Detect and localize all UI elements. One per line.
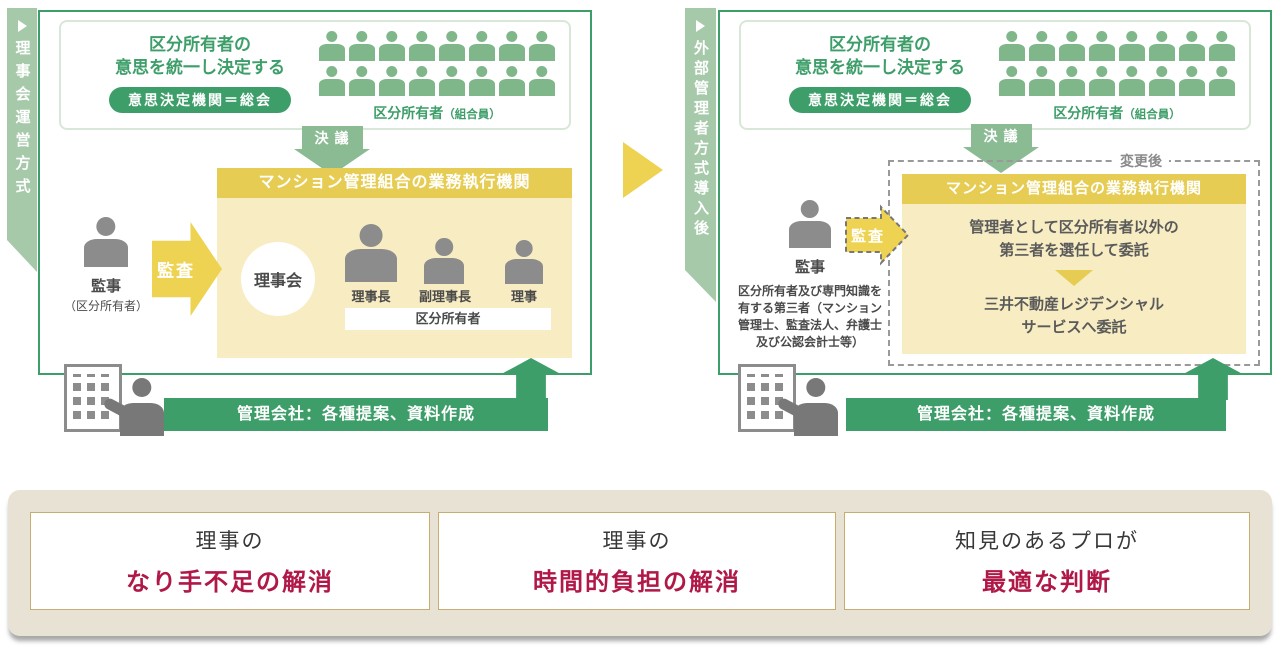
person-icon <box>409 31 435 61</box>
person-icon <box>439 66 465 96</box>
management-company-icon <box>736 358 840 436</box>
person-icon <box>999 66 1025 96</box>
triangle-marker-icon <box>18 20 27 32</box>
person-icon <box>349 31 375 61</box>
transition-arrow-icon <box>623 142 663 198</box>
decision-title-line2: 意思を統一し決定する <box>115 58 285 78</box>
management-company-icon <box>62 358 166 436</box>
person-icon <box>499 66 525 96</box>
general-meeting-badge: 意思決定機関＝総会 <box>789 86 971 113</box>
audit-arrow-dashed: 監査 <box>845 204 910 266</box>
auditor-sublabel: （区分所有者） <box>63 299 148 313</box>
staff-icon <box>776 378 838 436</box>
person-icon <box>439 31 465 61</box>
person-icon <box>1089 31 1115 61</box>
benefit-card: 知見のあるプロが 最適な判断 <box>844 512 1250 610</box>
delegate-company-line1: 三井不動産レジデンシャル <box>983 295 1164 313</box>
person-icon <box>1149 31 1175 61</box>
benefit-card: 理事の なり手不足の解消 <box>30 512 430 610</box>
decision-title-line1: 区分所有者の <box>149 35 251 54</box>
executive-box: マンション管理組合の業務執行機関 管理者として区分所有者以外の 第三者を選任して… <box>902 174 1246 354</box>
building-icon <box>738 364 796 432</box>
person-icon <box>379 31 405 61</box>
person-icon <box>529 66 555 96</box>
person-icon <box>1059 66 1085 96</box>
person-icon <box>1029 31 1055 61</box>
person-icon <box>409 66 435 96</box>
person-icon <box>469 66 495 96</box>
benefit-card: 理事の 時間的負担の解消 <box>438 512 836 610</box>
owners-icon-grid <box>999 31 1235 96</box>
person-icon <box>1179 66 1205 96</box>
executive-box-header: マンション管理組合の業務執行機関 <box>217 168 572 198</box>
auditor-icon <box>84 217 128 267</box>
executive-box-body: 管理者として区分所有者以外の 第三者を選任して委託 三井不動産レジデンシャル サ… <box>902 204 1246 339</box>
decision-box: 区分所有者の 意思を統一し決定する 意思決定機関＝総会 区分所有者（組合員） <box>59 20 571 130</box>
person-icon <box>1089 66 1115 96</box>
executive-box: マンション管理組合の業務執行機関 理事会 理事長 副理事長 理事 区分所有者 <box>217 168 572 358</box>
svg-text:監査: 監査 <box>851 227 885 245</box>
person-icon <box>319 31 345 61</box>
roles-owner-bar: 区分所有者 <box>345 308 551 330</box>
staff-icon <box>102 378 164 436</box>
executive-box-header: マンション管理組合の業務執行機関 <box>902 174 1246 204</box>
director-label: 理事 <box>510 289 537 304</box>
benefits-section: 理事の なり手不足の解消 理事の 時間的負担の解消 知見のあるプロが 最適な判断 <box>8 490 1272 636</box>
left-ribbon: 理事会運営方式 <box>7 8 37 272</box>
right-ribbon-label: 外部管理者方式導入後 <box>692 40 709 240</box>
chairman-icon <box>345 224 397 282</box>
person-icon <box>1119 66 1145 96</box>
vice-chairman-label: 副理事長 <box>418 289 471 304</box>
right-panel: 区分所有者の 意思を統一し決定する 意思決定機関＝総会 区分所有者（組合員） 決… <box>718 10 1272 436</box>
left-panel: 区分所有者の 意思を統一し決定する 意思決定機関＝総会 区分所有者（組合員） 決… <box>38 10 592 436</box>
left-ribbon-label: 理事会運営方式 <box>13 40 31 201</box>
general-meeting-badge: 意思決定機関＝総会 <box>109 86 291 113</box>
chairman-label: 理事長 <box>351 289 391 304</box>
right-ribbon: 外部管理者方式導入後 <box>685 8 716 302</box>
decision-title-line2: 意思を統一し決定する <box>795 58 965 78</box>
person-icon <box>1119 31 1145 61</box>
auditor-description: 区分所有者及び専門知識を 有する第三者（マンション 管理士、監査法人、弁護士 及… <box>737 284 882 350</box>
auditor-label: 監事 <box>794 259 825 276</box>
person-icon <box>469 31 495 61</box>
decision-title: 区分所有者の 意思を統一し決定する 意思決定機関＝総会 <box>71 33 329 113</box>
person-icon <box>1209 31 1235 61</box>
person-icon <box>1209 66 1235 96</box>
auditor-label: 監事 <box>90 278 121 295</box>
delegation-line1: 管理者として区分所有者以外の <box>969 219 1179 236</box>
person-icon <box>1059 31 1085 61</box>
decision-box: 区分所有者の 意思を統一し決定する 意思決定機関＝総会 区分所有者（組合員） <box>739 20 1251 130</box>
triangle-marker-icon <box>696 20 705 32</box>
building-icon <box>64 364 122 432</box>
person-icon <box>499 31 525 61</box>
auditor-group: 監事 区分所有者及び専門知識を 有する第三者（マンション 管理士、監査法人、弁護… <box>728 200 892 351</box>
owners-icon-grid <box>319 31 555 96</box>
decision-title: 区分所有者の 意思を統一し決定する 意思決定機関＝総会 <box>751 33 1009 113</box>
owners-label: 区分所有者（組合員） <box>1053 105 1181 121</box>
up-arrow-icon <box>500 358 562 400</box>
down-triangle-icon <box>1055 269 1093 286</box>
vice-chairman-icon <box>424 238 464 284</box>
delegate-company-line2: サービスへ委託 <box>1021 318 1127 336</box>
director-icon <box>505 240 543 284</box>
person-icon <box>1179 31 1205 61</box>
after-change-dashed-box: マンション管理組合の業務執行機関 管理者として区分所有者以外の 第三者を選任して… <box>888 160 1260 366</box>
decision-title-line1: 区分所有者の <box>829 35 931 54</box>
owners-label: 区分所有者（組合員） <box>373 105 501 121</box>
company-bar: 管理会社：各種提案、資料作成 <box>846 398 1226 431</box>
person-icon <box>529 31 555 61</box>
auditor-icon <box>789 200 831 248</box>
person-icon <box>999 31 1025 61</box>
person-icon <box>349 66 375 96</box>
person-icon <box>379 66 405 96</box>
delegation-line2: 第三者を選任して委託 <box>999 242 1149 260</box>
company-bar: 管理会社：各種提案、資料作成 <box>164 398 548 431</box>
board-circle: 理事会 <box>241 242 315 316</box>
after-change-label: 変更後 <box>1113 151 1169 171</box>
person-icon <box>1029 66 1055 96</box>
auditor-group: 監事 （区分所有者） <box>46 217 166 314</box>
person-icon <box>1149 66 1175 96</box>
person-icon <box>319 66 345 96</box>
